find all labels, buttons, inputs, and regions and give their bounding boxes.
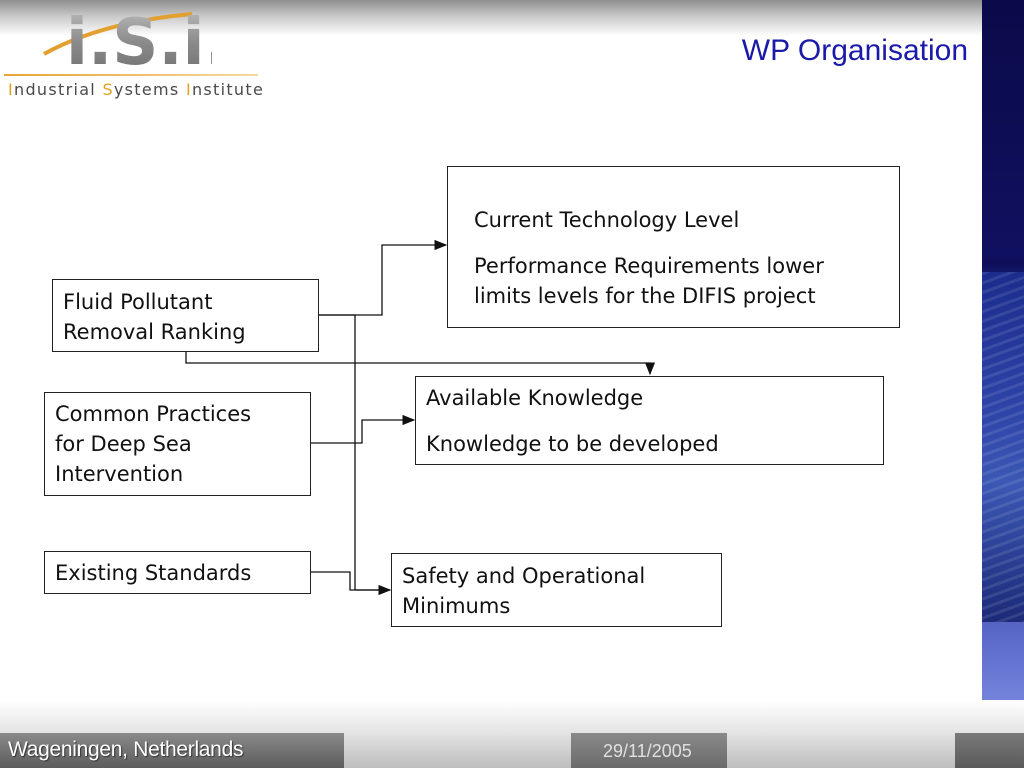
building-image-band	[982, 272, 1024, 622]
box-fluid-line1: Fluid Pollutant	[63, 290, 213, 314]
logo-institute-name: Industrial Systems Institute	[8, 80, 264, 99]
box-avail-line1: Available Knowledge	[426, 386, 644, 410]
box-current-technology: Current Technology Level Performance Req…	[447, 166, 900, 328]
box-safety-operational: Safety and Operational Minimums	[391, 553, 722, 627]
logo-word-ystems: ystems	[113, 80, 186, 99]
box-fluid-line2: Removal Ranking	[63, 320, 246, 344]
logo-letter-i2: I	[185, 80, 192, 99]
footer-date: 29/11/2005	[603, 741, 692, 761]
box-fluid-pollutant-removal: Fluid Pollutant Removal Ranking	[52, 279, 319, 352]
logo-letter-i: I	[8, 80, 15, 99]
connector-fluid-to-avail	[185, 352, 656, 376]
logo-word-nstitute: nstitute	[191, 80, 265, 99]
box-tech-line2b: limits levels for the DIFIS project	[474, 284, 816, 308]
box-tech-line2: Performance Requirements lower limits lev…	[474, 251, 873, 311]
logo-letter-s: S	[102, 80, 114, 99]
box-common-practices: Common Practices for Deep Sea Interventi…	[44, 392, 311, 496]
footer-location-bar: Wageningen, Netherlands	[0, 733, 344, 768]
box-common-line1: Common Practices	[55, 402, 252, 426]
box-avail-line2: Knowledge to be developed	[426, 432, 719, 456]
box-safety-line1: Safety and Operational	[402, 564, 646, 588]
logo-underline	[4, 74, 258, 76]
right-decorative-strip	[982, 0, 1024, 732]
box-common-line2: for Deep Sea	[55, 432, 192, 456]
box-tech-line2a: Performance Requirements lower	[474, 254, 824, 278]
box-existing-standards: Existing Standards	[44, 551, 311, 594]
isi-logo-mark-text: i.S.i.	[66, 6, 212, 72]
box-common-line3: Intervention	[55, 462, 184, 486]
footer-right-block	[955, 733, 1024, 768]
connector-fluid-bus	[319, 314, 356, 590]
connector-common-to-avail	[311, 414, 416, 444]
box-safety-line2: Minimums	[402, 594, 511, 618]
footer-date-bar: 29/11/2005	[571, 733, 727, 768]
box-existing-label: Existing Standards	[55, 561, 252, 585]
box-tech-line1: Current Technology Level	[474, 208, 740, 232]
isi-logo-mark: i.S.i.	[43, 6, 212, 72]
box-available-knowledge: Available Knowledge Knowledge to be deve…	[415, 376, 884, 465]
logo-word-ndustrial: ndustrial	[14, 80, 103, 99]
isi-logo: i.S.i. Industrial Systems Institute	[4, 2, 263, 99]
connector-existing-to-safety	[311, 571, 392, 596]
footer-location: Wageningen, Netherlands	[8, 738, 244, 761]
connector-fluid-to-tech	[319, 239, 448, 316]
slide-title: WP Organisation	[741, 34, 968, 67]
